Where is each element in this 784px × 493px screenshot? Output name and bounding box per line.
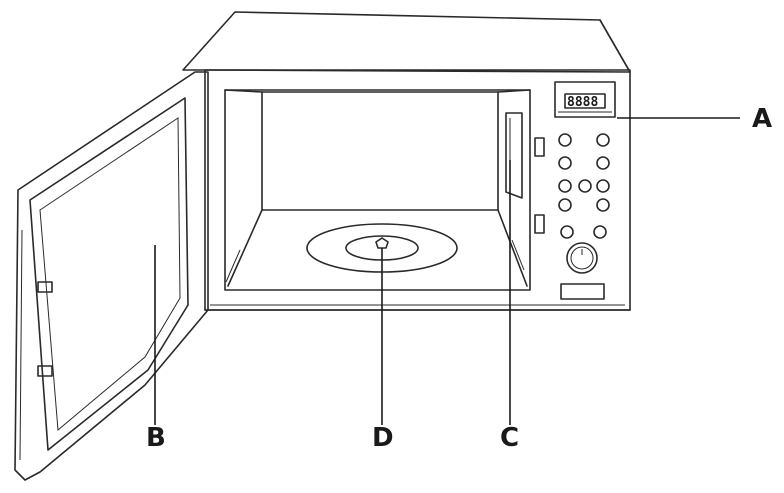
callout-label-c: C [500,423,519,453]
control-button[interactable] [558,179,572,193]
control-button[interactable] [596,179,610,193]
turntable-shaft [375,237,389,249]
door-release-button[interactable] [560,283,605,300]
callout-label-b: B [146,423,166,453]
control-button[interactable] [560,225,574,239]
control-button[interactable] [558,133,572,147]
callout-label-a: A [752,104,772,134]
cabinet [182,11,631,311]
control-button[interactable] [596,133,610,147]
control-button[interactable] [596,156,610,170]
waveguide-cover [505,112,523,199]
control-button[interactable] [558,156,572,170]
control-button[interactable] [596,198,610,212]
door-latch-hole-upper [534,137,545,157]
display-window [554,81,616,118]
control-button[interactable] [578,179,592,193]
control-button[interactable] [558,198,572,212]
door-hinge-upper [37,281,53,293]
oven-door [14,71,209,481]
control-button[interactable] [593,225,607,239]
door-hinge-lower [37,365,53,377]
display-digits: 8888 [567,95,598,110]
cabinet-top [182,11,631,73]
cavity-back-wall [261,91,499,211]
control-dial[interactable] [566,242,598,274]
control-panel: 8888 [554,81,616,300]
door-latch-hole-lower [534,214,545,234]
display-screen [564,93,606,109]
callout-label-d: D [372,423,394,453]
